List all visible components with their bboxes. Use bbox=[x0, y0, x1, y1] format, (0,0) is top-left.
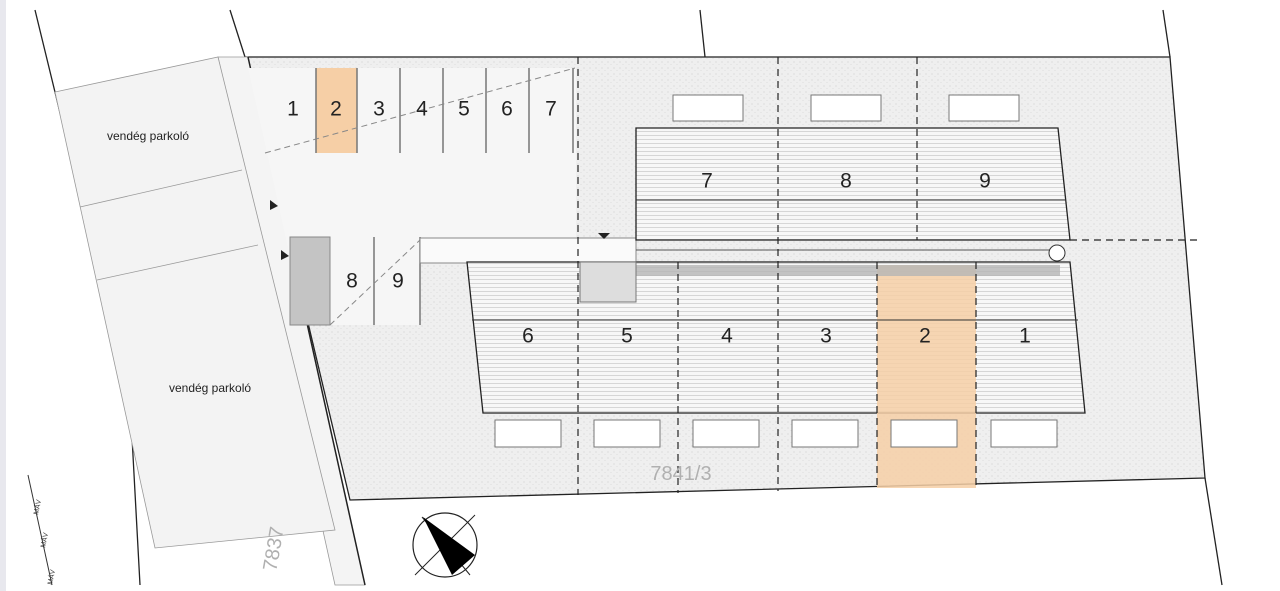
parking-space-8[interactable]: 8 bbox=[346, 270, 358, 293]
unit-3[interactable]: 3 bbox=[820, 325, 832, 348]
unit-4[interactable]: 4 bbox=[721, 325, 733, 348]
well-icon bbox=[1048, 244, 1066, 262]
svg-text:MÁV: MÁV bbox=[31, 498, 43, 515]
guest-parking-label: vendég parkoló bbox=[169, 381, 251, 395]
parking-space-3[interactable]: 3 bbox=[373, 98, 385, 121]
unit-8[interactable]: 8 bbox=[840, 170, 852, 193]
unit-6[interactable]: 6 bbox=[522, 325, 534, 348]
lower-building bbox=[466, 261, 1086, 414]
unit-2[interactable]: 2 bbox=[919, 325, 931, 348]
unit-5[interactable]: 5 bbox=[621, 325, 633, 348]
stairs bbox=[579, 261, 637, 303]
parking-space-2[interactable]: 2 bbox=[330, 98, 342, 121]
unit-7[interactable]: 7 bbox=[701, 170, 713, 193]
walkway bbox=[419, 237, 637, 264]
parking-space-1[interactable]: 1 bbox=[287, 98, 299, 121]
guest-parking-area bbox=[54, 56, 336, 549]
parking-space-9[interactable]: 9 bbox=[392, 270, 404, 293]
parking-space-4[interactable]: 4 bbox=[416, 98, 428, 121]
upper-building bbox=[635, 94, 1071, 251]
entrance-marker-icon bbox=[598, 233, 610, 239]
north-arrow-icon bbox=[412, 512, 478, 578]
unit-1[interactable]: 1 bbox=[1019, 325, 1031, 348]
unit-9[interactable]: 9 bbox=[979, 170, 991, 193]
plot-division-lines bbox=[577, 57, 1200, 495]
parking-space-6[interactable]: 6 bbox=[501, 98, 513, 121]
svg-text:MÁV: MÁV bbox=[38, 531, 50, 548]
bin-storage bbox=[289, 236, 331, 326]
terrace-strip bbox=[580, 265, 1060, 276]
railway-line: MÁV MÁV MÁV bbox=[27, 474, 57, 585]
highlighted-unit-plot[interactable] bbox=[877, 265, 976, 488]
frame-edge bbox=[0, 0, 6, 591]
parking-space-7[interactable]: 7 bbox=[545, 98, 557, 121]
svg-text:MÁV: MÁV bbox=[45, 568, 57, 585]
parcel-number: 7841/3 bbox=[650, 463, 711, 485]
parking-space-numbers: 1 2 3 4 5 6 7 8 9 bbox=[287, 98, 557, 293]
highlighted-parking-space[interactable] bbox=[316, 68, 357, 153]
guest-parking-label: vendég parkoló bbox=[107, 129, 189, 143]
entrance-arrow-icon bbox=[281, 250, 289, 260]
parking-space-5[interactable]: 5 bbox=[458, 98, 470, 121]
entrance-arrow-icon bbox=[270, 200, 278, 210]
